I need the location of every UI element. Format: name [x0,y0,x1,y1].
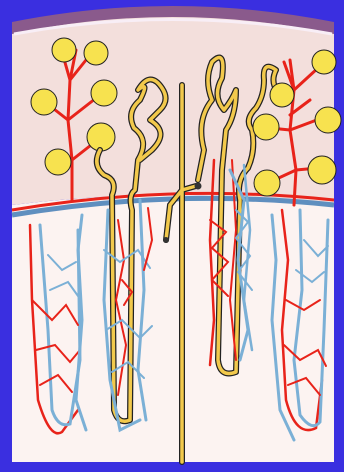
duct-branch-dot [163,237,169,243]
duct-junction-dot [195,183,202,190]
